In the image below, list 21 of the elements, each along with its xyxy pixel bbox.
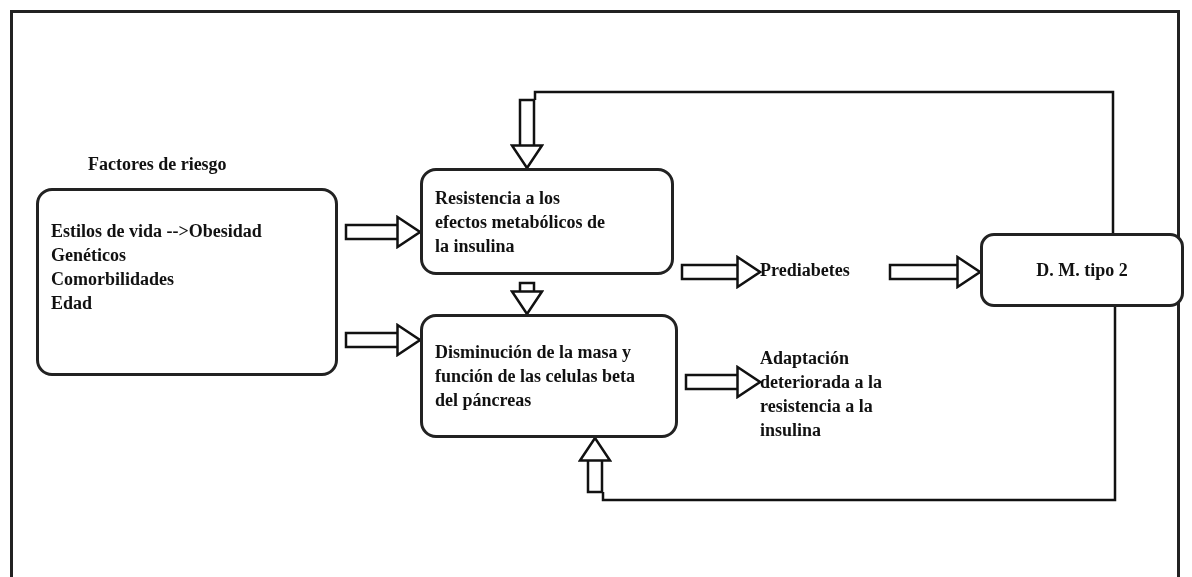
block-arrow — [578, 305, 1117, 502]
node-label: Adaptación deteriorada a la resistencia a la insulina — [760, 347, 883, 442]
box-text: Resistencia a los efectos metabólicos de la insulina — [435, 186, 605, 258]
block-arrow — [344, 323, 422, 357]
block-arrow — [510, 281, 544, 316]
block-arrow — [510, 90, 1115, 235]
list-item: Edad — [51, 292, 94, 315]
box-text: D. M. tipo 2 — [1036, 259, 1128, 282]
rounded-box — [420, 168, 674, 275]
rounded-box — [980, 233, 1184, 307]
list-item: Comorbilidades — [51, 268, 175, 291]
block-arrow — [344, 215, 422, 249]
heading: Factores de riesgo — [88, 153, 228, 176]
box-text: Disminución de la masa y función de las celulas beta del páncreas — [435, 341, 635, 412]
node-label: Prediabetes — [760, 259, 851, 282]
list-item: Estilos de vida -->Obesidad — [51, 220, 263, 243]
list-item: Genéticos — [51, 244, 127, 267]
block-arrow — [888, 255, 982, 289]
block-arrow — [684, 365, 762, 399]
rounded-box — [420, 314, 678, 438]
block-arrow — [680, 255, 762, 289]
